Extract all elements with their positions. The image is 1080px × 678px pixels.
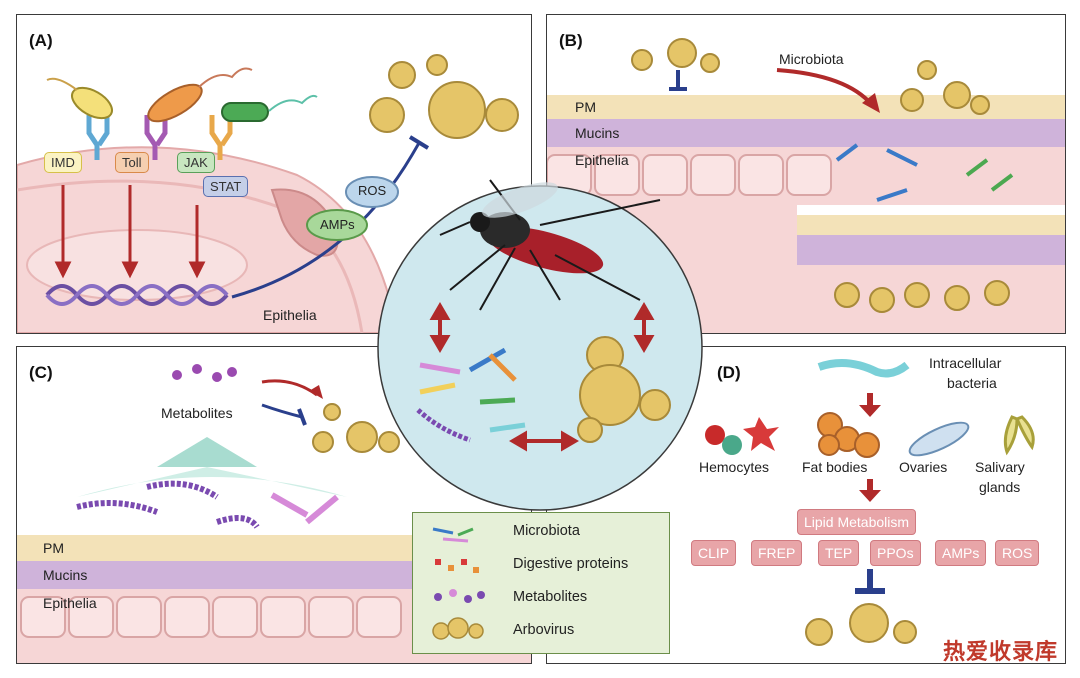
virus-cluster-a	[369, 54, 519, 139]
frep-tag: FREP	[751, 540, 803, 566]
imd-chip: IMD	[44, 152, 82, 173]
fat-bodies-icon	[817, 412, 880, 458]
pm-label-c: PM	[43, 540, 64, 556]
glands-label: glands	[979, 479, 1021, 495]
ros-label: ROS	[358, 183, 387, 198]
epithelia-label-b: Epithelia	[575, 152, 629, 168]
pm-label-b: PM	[575, 99, 596, 115]
bacteria-label: bacteria	[947, 375, 997, 391]
tep-tag: TEP	[818, 540, 860, 566]
intracellular-label: Intracellular	[929, 355, 1002, 371]
jak-chip: JAK	[177, 152, 215, 173]
stat-chip: STAT	[203, 176, 249, 197]
legend-arbovirus-icon	[432, 617, 484, 640]
hemocytes-icon	[705, 417, 779, 455]
clip-tag: CLIP	[691, 540, 737, 566]
legend: Microbiota Digestive proteins Metabolite…	[412, 512, 670, 654]
mucins-label-b: Mucins	[575, 125, 620, 141]
ovaries-label: Ovaries	[899, 459, 948, 475]
panel-d-illustration	[705, 359, 1035, 646]
watermark: 热爱收录库	[942, 640, 1058, 665]
legend-metabolites: Metabolites	[513, 589, 588, 605]
salivary-label: Salivary	[975, 459, 1025, 475]
legend-digestive-proteins-icon	[435, 559, 479, 573]
microbiota-label-b: Microbiota	[779, 51, 844, 67]
salivary-glands-icon	[1003, 415, 1035, 456]
legend-microbiota-icon	[432, 527, 474, 543]
ovaries-icon	[908, 421, 970, 457]
fat-bodies-label: Fat bodies	[802, 459, 868, 475]
hemocytes-label: Hemocytes	[699, 459, 770, 475]
panel-d-label: (D)	[717, 363, 741, 382]
legend-icons	[432, 527, 485, 640]
metabolites-label-c: Metabolites	[161, 405, 233, 421]
legend-arbovirus: Arbovirus	[513, 622, 575, 638]
amps-label: AMPs	[320, 217, 355, 232]
epithelia-label: Epithelia	[263, 307, 317, 323]
panel-b-label: (B)	[559, 31, 583, 50]
panel-a: (A) IMD Toll JAK STAT ROS AMPs Epithelia	[16, 14, 532, 334]
legend-metabolites-icon	[434, 589, 485, 603]
legend-digestive-proteins: Digestive proteins	[513, 556, 629, 572]
lipid-metabolism-tag: Lipid Metabolism	[797, 509, 917, 535]
panel-b: (B) Microbiota PM Mucins Epithelia	[546, 14, 1066, 334]
mucins-label-c: Mucins	[43, 567, 88, 583]
panel-a-label: (A)	[29, 31, 53, 50]
dna-icon	[45, 284, 229, 306]
toll-chip: Toll	[115, 152, 149, 173]
panel-a-illustration	[17, 54, 519, 333]
epithelia-label-c: Epithelia	[43, 595, 97, 611]
ros-tag: ROS	[995, 540, 1040, 566]
legend-microbiota: Microbiota	[513, 523, 580, 539]
ppos-tag: PPOs	[870, 540, 921, 566]
amps-tag: AMPs	[935, 540, 987, 566]
panel-c-label: (C)	[29, 363, 53, 382]
